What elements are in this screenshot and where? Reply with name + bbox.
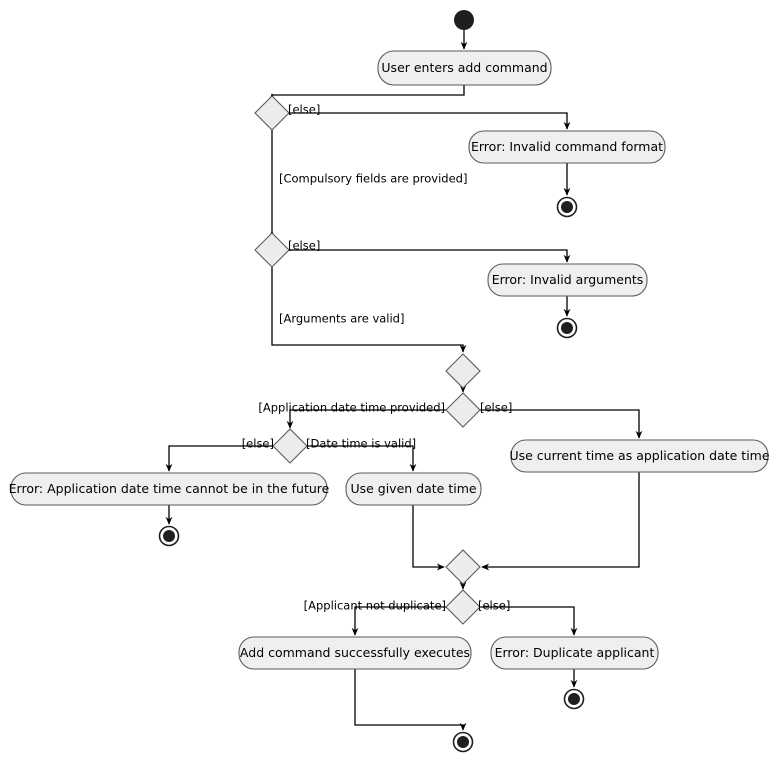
- action-use-current-time: Use current time as application date tim…: [509, 439, 770, 473]
- action-user-enters-add-command: User enters add command: [377, 50, 552, 86]
- action-error-invalid-command-format: Error: Invalid command format: [468, 130, 666, 164]
- action-use-given-date-time: Use given date time: [345, 472, 482, 506]
- edge-datetime-provided-to-valid-decision: [286, 409, 446, 429]
- end-node-duplicate-applicant: [563, 688, 585, 710]
- action-label: Error: Application date time cannot be i…: [9, 481, 330, 496]
- decision-applicant-duplicate: [445, 589, 481, 625]
- decision-compulsory-fields: [254, 95, 290, 131]
- end-node-date-time-in-future: [158, 525, 180, 547]
- decision-date-time-is-valid: [272, 428, 308, 464]
- guard-arguments-are-valid: [Arguments are valid]: [279, 312, 404, 326]
- guard-date-time-is-valid: [Date time is valid]: [306, 437, 416, 451]
- guard-else-duplicate: [else]: [478, 599, 510, 613]
- action-label: Add command successfully executes: [240, 645, 470, 660]
- edge-arguments-valid-to-merge: [271, 267, 467, 353]
- action-label: User enters add command: [381, 60, 547, 75]
- end-node-invalid-arguments: [556, 317, 578, 339]
- edge-use-given-to-merge: [412, 505, 445, 571]
- guard-compulsory-fields-provided: [Compulsory fields are provided]: [279, 172, 467, 186]
- guard-else-arguments: [else]: [288, 239, 320, 253]
- guard-else-date-time-valid: [else]: [242, 437, 274, 451]
- merge-after-validation: [445, 353, 481, 389]
- edge-duplicate-else-to-error: [479, 606, 578, 636]
- action-label: Use current time as application date tim…: [509, 448, 769, 463]
- end-node-invalid-command-format: [556, 196, 578, 218]
- decision-arguments-valid: [254, 232, 290, 268]
- guard-else-date-time-provided: [else]: [480, 401, 512, 415]
- edge-user-enters-to-decision-compulsory: [268, 85, 465, 102]
- guard-else-compulsory: [else]: [288, 103, 320, 117]
- edge-use-current-to-merge: [481, 472, 640, 571]
- action-add-command-successfully-executes: Add command successfully executes: [238, 636, 472, 670]
- action-label: Error: Duplicate applicant: [495, 645, 655, 660]
- edge-add-success-to-end: [354, 669, 467, 731]
- start-node: [454, 10, 474, 30]
- guard-labels: [else] [Compulsory fields are provided] …: [242, 103, 513, 613]
- action-label: Error: Invalid arguments: [492, 272, 644, 287]
- decision-application-date-time-provided: [445, 392, 481, 428]
- edge-decision-compulsory-else: [289, 112, 571, 130]
- action-label: Use given date time: [350, 481, 476, 496]
- end-node-success: [452, 731, 474, 753]
- edges: [165, 30, 643, 731]
- guard-applicant-not-duplicate: [Applicant not duplicate]: [304, 599, 446, 613]
- action-label: Error: Invalid command format: [471, 139, 663, 154]
- edge-datetime-invalid-to-future-error: [165, 445, 273, 472]
- merge-after-date-time: [445, 549, 481, 585]
- edge-not-duplicate-to-add-success: [351, 606, 447, 636]
- action-error-date-time-in-future: Error: Application date time cannot be i…: [9, 472, 330, 506]
- guard-application-date-time-provided: [Application date time provided]: [258, 401, 445, 415]
- action-error-duplicate-applicant: Error: Duplicate applicant: [490, 636, 659, 670]
- edge-decision-arguments-else: [289, 249, 571, 263]
- action-error-invalid-arguments: Error: Invalid arguments: [487, 263, 648, 297]
- edge-datetime-else-to-use-current: [480, 409, 643, 439]
- edge-datetime-valid-to-use-given: [307, 445, 417, 472]
